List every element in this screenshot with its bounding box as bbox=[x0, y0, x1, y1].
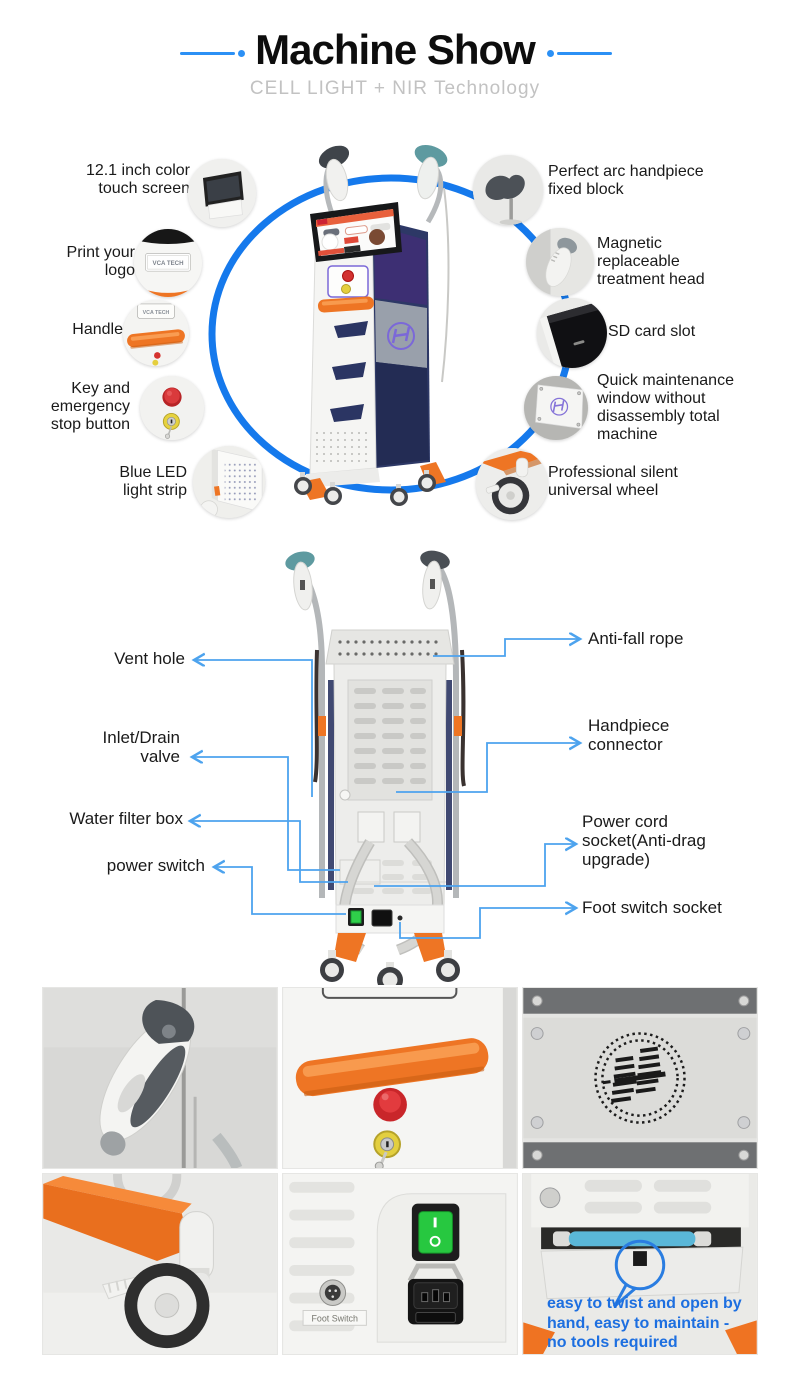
title-left-dot bbox=[238, 50, 245, 57]
callout-maintenance: Quick maintenance window without disasse… bbox=[597, 372, 734, 444]
foot-switch-socket bbox=[397, 915, 403, 921]
highlight-bubble bbox=[614, 1239, 666, 1291]
logo-text: VCA TECH bbox=[153, 260, 184, 267]
maintenance-window-photo bbox=[524, 376, 588, 440]
maintenance-caption: easy to twist and open by hand, easy to … bbox=[547, 1295, 742, 1352]
callout-wheel: Professional silent universal wheel bbox=[548, 464, 678, 500]
handle-photo: VCA TECH bbox=[123, 300, 189, 366]
title-left-line bbox=[180, 52, 235, 55]
label-handpiece-conn: Handpiece connector bbox=[588, 716, 670, 755]
label-foot-switch: Foot switch socket bbox=[582, 898, 722, 917]
led-strip-photo bbox=[193, 446, 265, 518]
h-logo bbox=[602, 1046, 666, 1103]
callout-sd-card: SD card slot bbox=[608, 323, 696, 340]
photo-gallery: Foot Switch bbox=[42, 987, 758, 1355]
vent-hole-port bbox=[339, 789, 351, 801]
callout-key-stop: Key and emergency stop button bbox=[50, 380, 130, 434]
back-handpieces bbox=[285, 550, 466, 898]
water-filter bbox=[568, 1231, 696, 1247]
foot-switch-label: Foot Switch bbox=[311, 1313, 358, 1323]
logo-plate-photo: VCA TECH bbox=[134, 229, 202, 297]
treatment-head-photo bbox=[526, 228, 594, 296]
label-anti-fall-rope: Anti-fall rope bbox=[588, 629, 684, 648]
machine-front-illustration bbox=[208, 144, 574, 506]
photo-universal-wheel bbox=[42, 1173, 278, 1355]
handpiece-connector-right bbox=[393, 811, 421, 843]
logo-text-small: VCA TECH bbox=[143, 310, 170, 316]
page-title: Machine Show bbox=[255, 26, 536, 73]
callout-lines bbox=[190, 639, 580, 939]
label-vent-hole: Vent hole bbox=[114, 649, 185, 668]
callout-print-logo: Print your logo bbox=[66, 244, 135, 280]
front-tower bbox=[294, 202, 446, 506]
title-right-line bbox=[557, 52, 612, 55]
callout-led-strip: Blue LED light strip bbox=[119, 464, 187, 500]
universal-wheel-photo bbox=[476, 448, 548, 520]
callout-handpiece-block: Perfect arc handpiece fixed block bbox=[548, 163, 704, 199]
touch-screen-photo bbox=[188, 159, 256, 227]
label-water-filter: Water filter box bbox=[69, 809, 183, 828]
callout-treatment-head: Magnetic replaceable treatment head bbox=[597, 235, 705, 289]
sd-card-slot-photo bbox=[537, 298, 607, 368]
label-inlet-drain: Inlet/Drain valve bbox=[102, 728, 180, 767]
callout-handle: Handle bbox=[72, 321, 123, 338]
label-power-switch: power switch bbox=[106, 856, 205, 875]
machine-back-illustration bbox=[0, 550, 790, 985]
photo-handle-emergency-stop bbox=[282, 987, 518, 1169]
power-cord-socket bbox=[371, 909, 393, 927]
photo-logo-vent-plate bbox=[522, 987, 758, 1169]
handpiece-holder-photo bbox=[473, 155, 543, 225]
key-emergency-stop-photo bbox=[140, 376, 204, 440]
title-right-dot bbox=[547, 50, 554, 57]
photo-power-socket-panel: Foot Switch bbox=[282, 1173, 518, 1355]
photo-handpiece-closeup bbox=[42, 987, 278, 1169]
handpiece-connector-left bbox=[357, 811, 385, 843]
twist-knob bbox=[633, 1251, 647, 1266]
callout-touch-screen: 12.1 inch color touch screen bbox=[85, 162, 190, 198]
back-tower bbox=[320, 629, 460, 985]
photo-maintenance-window: easy to twist and open by hand, easy to … bbox=[522, 1173, 758, 1355]
page-subtitle: CELL LIGHT + NIR Technology bbox=[249, 78, 541, 99]
label-power-cord: Power cord socket(Anti-drag upgrade) bbox=[582, 812, 706, 870]
